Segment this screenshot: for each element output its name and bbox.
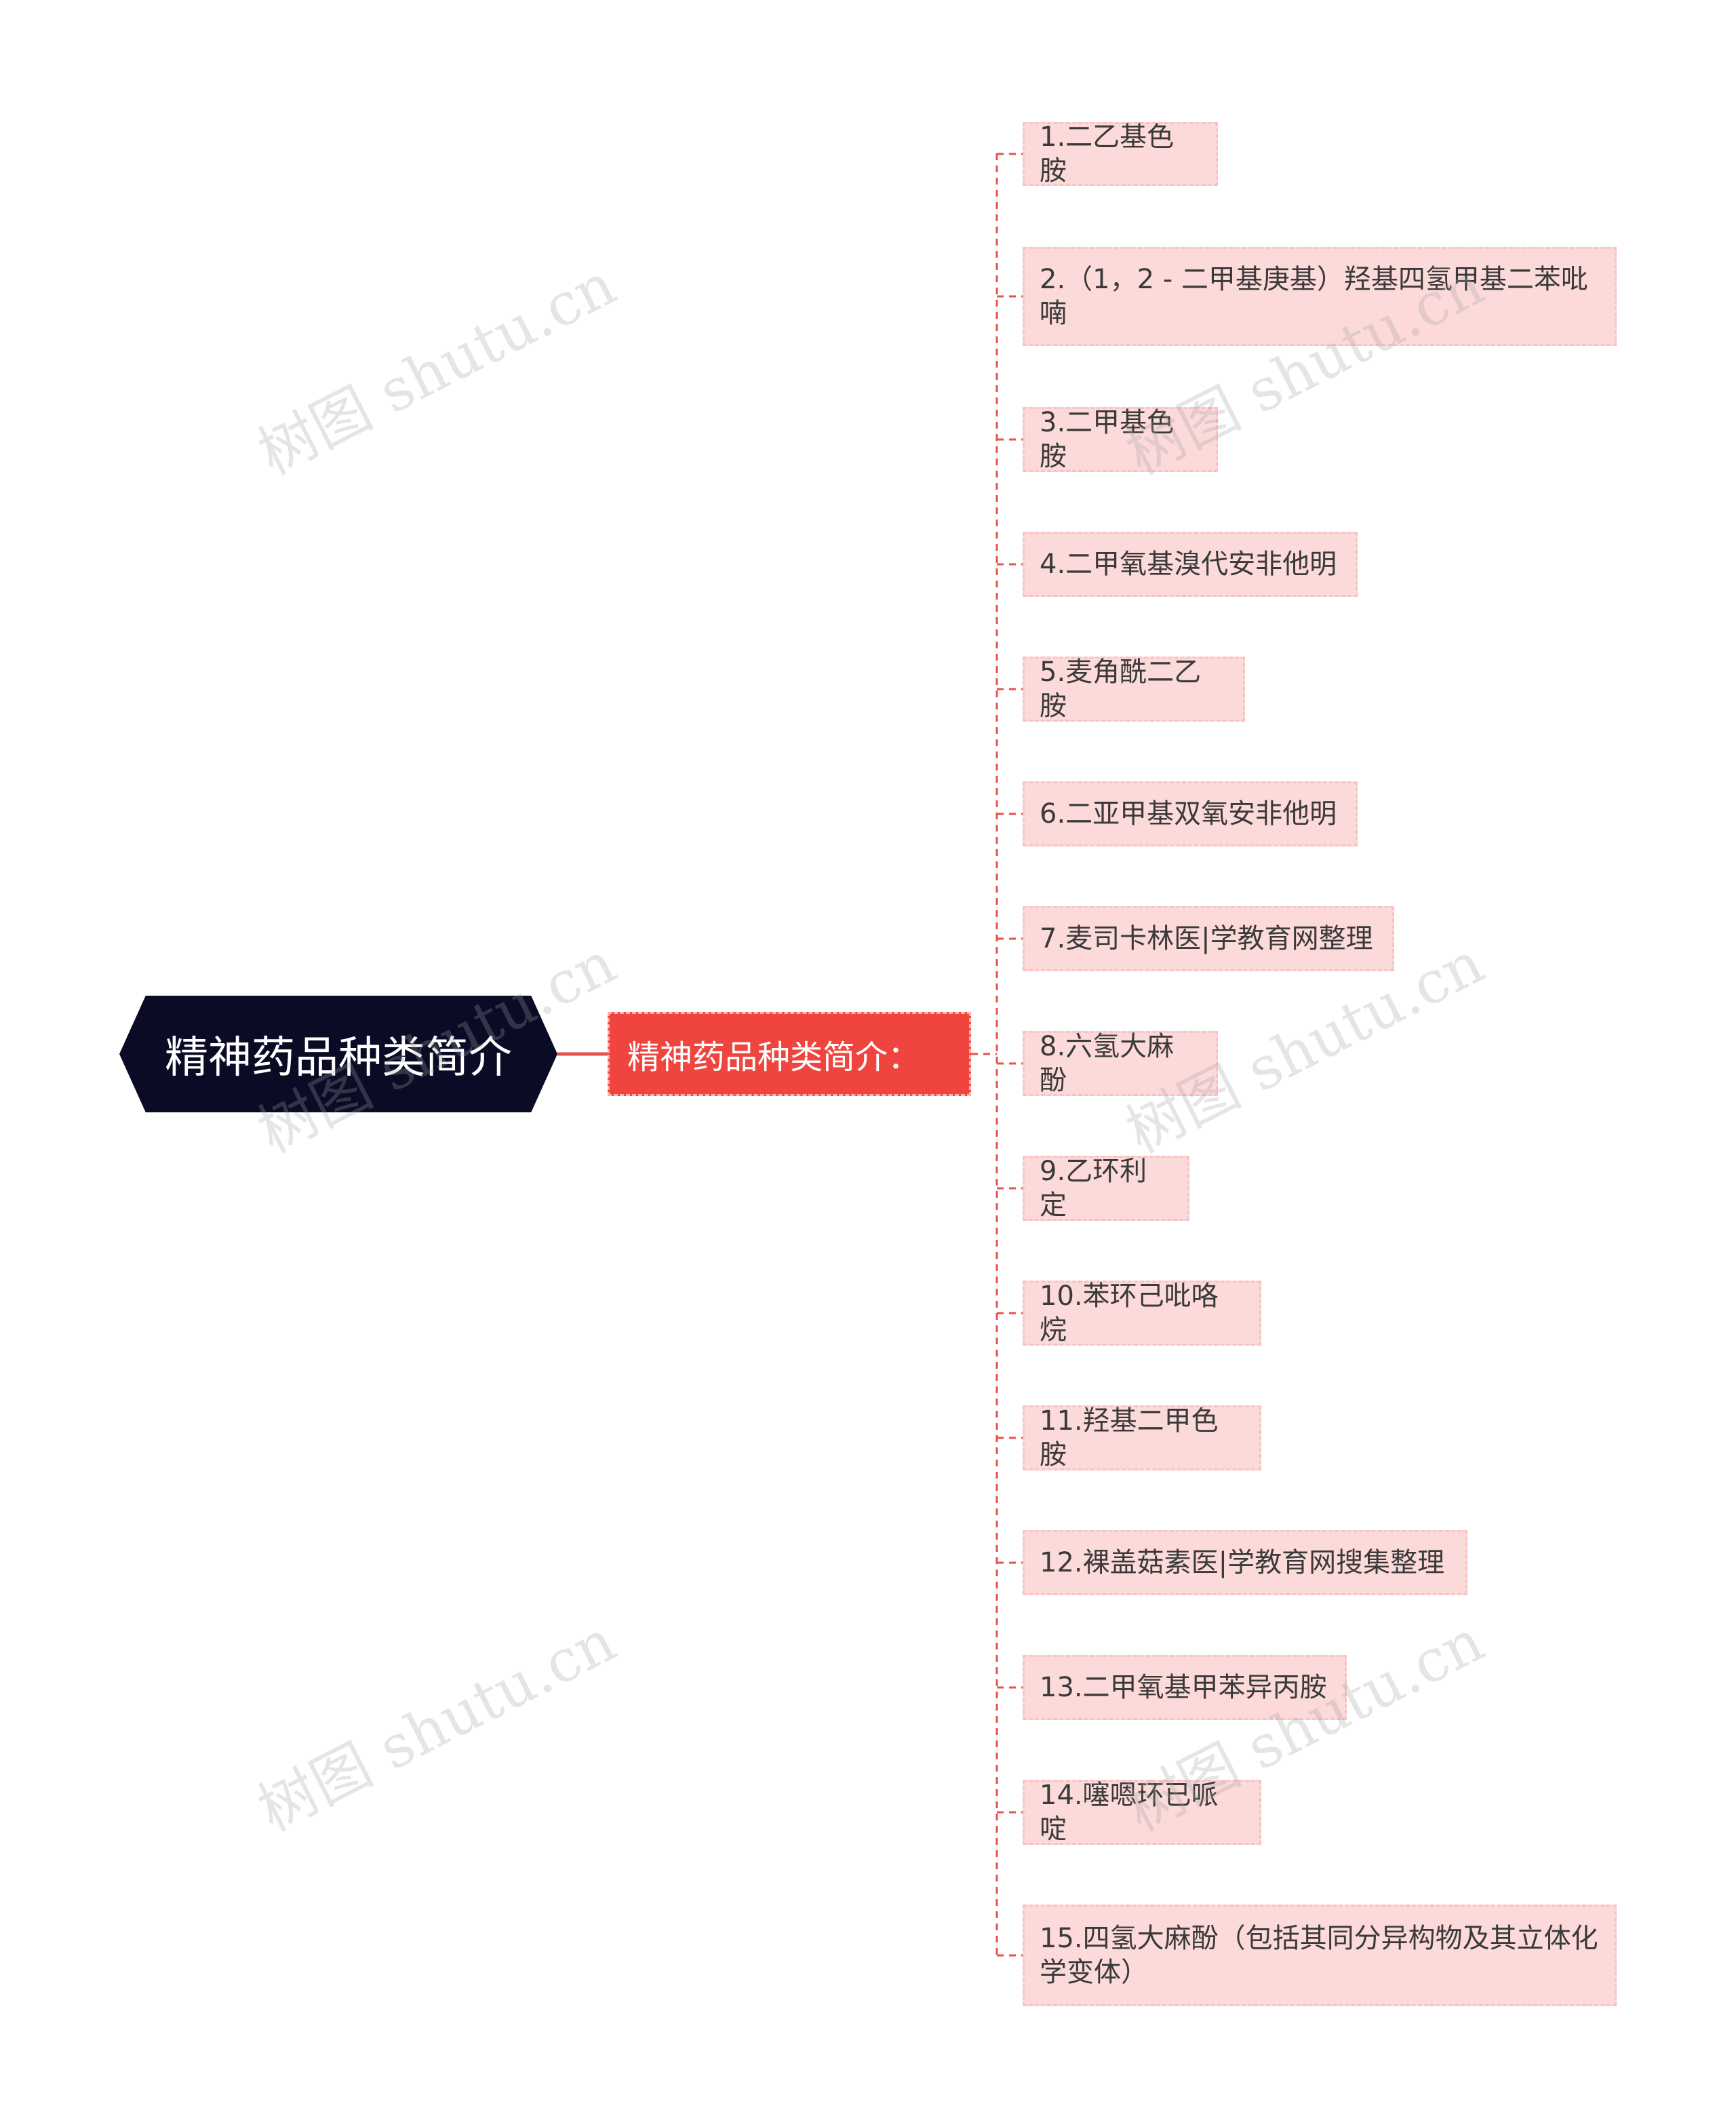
leaf-node-1[interactable]: 1.二乙基色胺 [1023, 121, 1218, 187]
leaf-node-label: 13.二甲氧基甲苯异丙胺 [1040, 1672, 1327, 1703]
leaf-node-3[interactable]: 3.二甲基色胺 [1023, 407, 1218, 472]
leaf-node-label: 3.二甲基色胺 [1040, 407, 1175, 472]
leaf-node-4[interactable]: 4.二甲氧基溴代安非他明 [1023, 532, 1358, 597]
root-node-label: 精神药品种类简介 [165, 1033, 512, 1083]
leaf-node-label: 1.二乙基色胺 [1040, 121, 1175, 187]
leaf-node-5[interactable]: 5.麦角酰二乙胺 [1023, 657, 1245, 722]
leaf-node-label: 15.四氢大麻酚（包括其同分异构物及其立体化学变体） [1040, 1923, 1598, 1988]
root-node[interactable]: 精神药品种类简介 [119, 996, 557, 1112]
leaf-node-label: 4.二甲氧基溴代安非他明 [1040, 549, 1337, 580]
leaf-node-11[interactable]: 11.羟基二甲色胺 [1023, 1405, 1261, 1470]
leaf-node-2[interactable]: 2.（1，2 - 二甲基庚基）羟基四氢甲基二苯吡喃 [1023, 247, 1617, 346]
category-node[interactable]: 精神药品种类简介： [608, 1012, 971, 1096]
leaf-node-9[interactable]: 9.乙环利定 [1023, 1156, 1189, 1221]
leaf-node-label: 10.苯环己吡咯烷 [1040, 1281, 1219, 1346]
leaf-node-10[interactable]: 10.苯环己吡咯烷 [1023, 1281, 1261, 1346]
leaf-node-label: 8.六氢大麻酚 [1040, 1031, 1175, 1096]
leaf-node-12[interactable]: 12.裸盖菇素医|学教育网搜集整理 [1023, 1530, 1467, 1595]
leaf-node-label: 14.噻嗯环已哌啶 [1040, 1780, 1219, 1845]
leaf-node-8[interactable]: 8.六氢大麻酚 [1023, 1031, 1218, 1096]
leaf-node-label: 2.（1，2 - 二甲基庚基）羟基四氢甲基二苯吡喃 [1040, 264, 1588, 329]
leaf-node-label: 6.二亚甲基双氧安非他明 [1040, 798, 1337, 830]
leaf-node-15[interactable]: 15.四氢大麻酚（包括其同分异构物及其立体化学变体） [1023, 1905, 1617, 2006]
leaf-node-label: 12.裸盖菇素医|学教育网搜集整理 [1040, 1547, 1445, 1578]
leaf-node-label: 11.羟基二甲色胺 [1040, 1405, 1219, 1470]
leaf-node-label: 5.麦角酰二乙胺 [1040, 657, 1202, 722]
leaf-node-6[interactable]: 6.二亚甲基双氧安非他明 [1023, 781, 1358, 846]
leaf-node-14[interactable]: 14.噻嗯环已哌啶 [1023, 1780, 1261, 1845]
leaf-node-7[interactable]: 7.麦司卡林医|学教育网整理 [1023, 906, 1394, 971]
leaf-node-label: 7.麦司卡林医|学教育网整理 [1040, 923, 1373, 954]
category-node-label: 精神药品种类简介： [627, 1038, 921, 1076]
leaf-node-label: 9.乙环利定 [1040, 1156, 1147, 1221]
leaf-node-13[interactable]: 13.二甲氧基甲苯异丙胺 [1023, 1655, 1347, 1720]
